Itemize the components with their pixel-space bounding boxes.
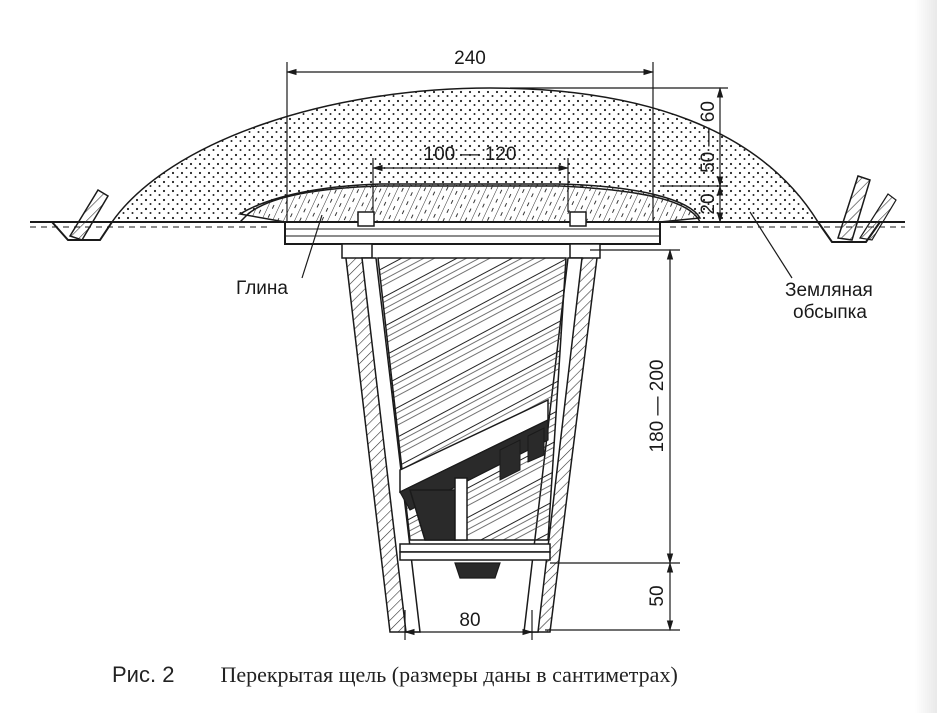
left-drain-ditch	[51, 188, 113, 241]
dim-top-width: 240	[454, 48, 486, 69]
earth-fill-label-line1: Земляная	[785, 280, 873, 301]
left-wall-cap	[341, 243, 373, 259]
earth-fill-leader-line	[749, 211, 793, 279]
roof-slab	[284, 211, 661, 245]
right-wall-cap	[569, 243, 601, 259]
page-edge-shade	[915, 0, 937, 713]
clay-leader-line	[301, 214, 323, 279]
right-drain-ditch	[817, 175, 897, 243]
bench	[399, 398, 549, 541]
earth-fill-label-line2: обсыпка	[793, 302, 867, 323]
figure-caption: Рис. 2 Перекрытая щель (размеры даны в са…	[112, 662, 678, 688]
caption-number: Рис. 2	[112, 662, 175, 687]
dim-bottom-width: 80	[459, 610, 480, 631]
clay-label: Глина	[236, 278, 288, 299]
dim-clay-layer: 20	[698, 193, 719, 214]
dim-depth: 180 — 200	[647, 360, 668, 453]
dim-roof-width: 100 — 120	[424, 144, 517, 165]
dim-earth-cover: 50 — 60	[698, 101, 719, 173]
caption-text: Перекрытая щель (размеры даны в сантимет…	[220, 662, 678, 687]
dim-drain-depth: 50	[647, 585, 668, 606]
floor-boards	[399, 543, 551, 579]
